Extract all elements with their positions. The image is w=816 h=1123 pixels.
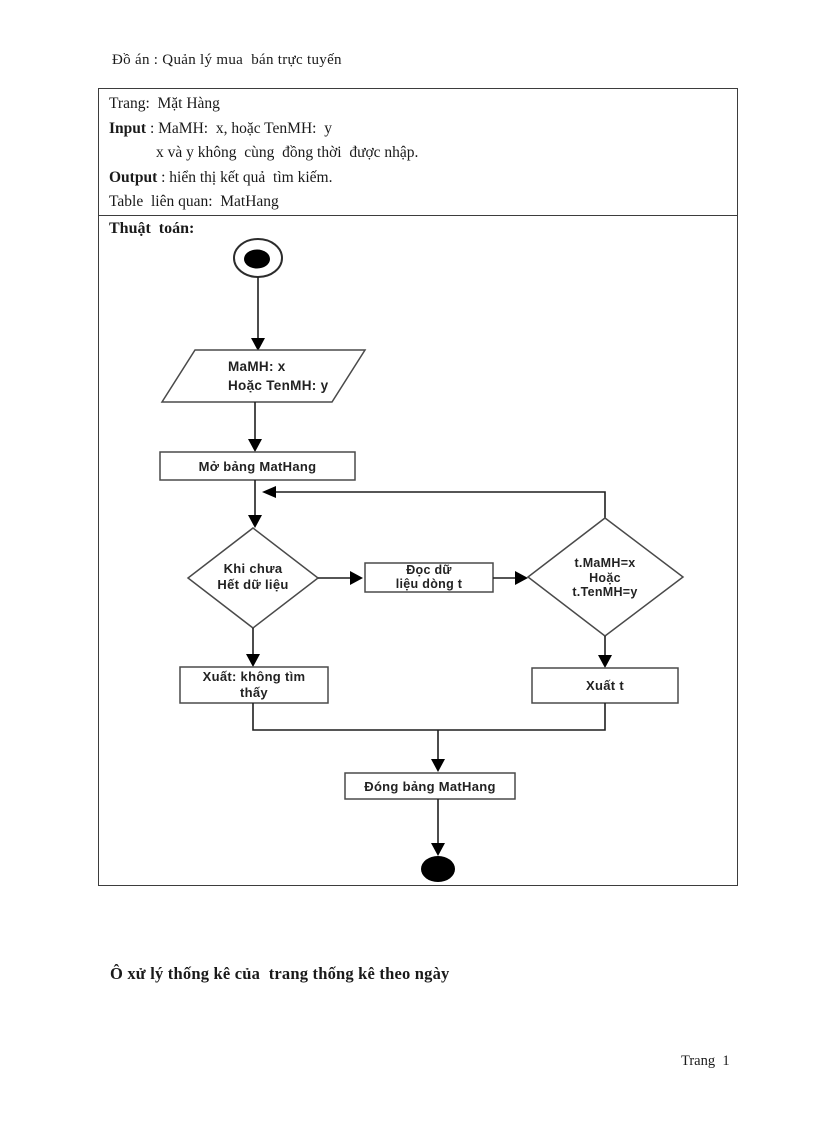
read-row-line1: Đọc dữ	[406, 563, 452, 577]
spec-input-label: Input	[109, 119, 147, 137]
spec-input-value: : MaMH: x, hoặc TenMH: y	[146, 119, 332, 137]
not-found-line1: Xuất: không tìm	[202, 669, 306, 684]
close-table-label: Đóng bảng MatHang	[364, 778, 496, 794]
input-node-line1: MaMH: x	[228, 359, 286, 374]
spec-table-info-row: Trang: Mặt Hàng Input : MaMH: x, hoặc Te…	[99, 89, 737, 216]
document-title: Đồ án : Quản lý mua bán trực tuyến	[112, 52, 342, 68]
spec-output-value: : hiển thị kết quả tìm kiếm.	[157, 168, 333, 186]
spec-input-note: x và y không cùng đồng thời được nhập.	[156, 144, 419, 161]
page-number: Trang 1	[681, 1053, 730, 1069]
not-found-line2: thấy	[240, 685, 268, 700]
open-table-label: Mở bảng MatHang	[198, 458, 317, 474]
match-condition-line3: t.TenMH=y	[572, 585, 638, 599]
match-condition-line2: Hoặc	[589, 570, 621, 585]
spec-output-line: Output : hiển thị kết quả tìm kiếm.	[109, 166, 727, 191]
read-row-line2: liệu dòng t	[395, 576, 463, 591]
bottom-note: Ô xử lý thống kê của trang thống kê theo…	[110, 964, 450, 983]
loop-condition-line2: Hết dữ liệu	[217, 577, 289, 592]
spec-page-line: Trang: Mặt Hàng	[109, 95, 220, 112]
spec-table: Trang: Mặt Hàng Input : MaMH: x, hoặc Te…	[98, 88, 738, 886]
read-row-label: Đọc dữ liệu dòng t	[365, 563, 493, 592]
not-found-label: Xuất: không tìm thấy	[180, 667, 328, 703]
input-node-label: MaMH: x Hoặc TenMH: y	[228, 357, 328, 395]
input-node-line2: Hoặc TenMH: y	[228, 378, 329, 393]
match-condition-label: t.MaMH=x Hoặc t.TenMH=y	[545, 556, 665, 600]
match-condition-line1: t.MaMH=x	[574, 556, 636, 570]
spec-related-table-line: Table liên quan: MatHang	[109, 193, 279, 210]
spec-output-label: Output	[109, 168, 158, 186]
loop-condition-line1: Khi chưa	[223, 561, 283, 576]
spec-input-line: Input : MaMH: x, hoặc TenMH: y	[109, 117, 727, 142]
algorithm-section-label: Thuật toán:	[99, 216, 737, 242]
output-t-label: Xuất t	[586, 678, 624, 693]
algorithm-label-text: Thuật toán:	[109, 220, 195, 237]
loop-condition-label: Khi chưa Hết dữ liệu	[193, 561, 313, 595]
